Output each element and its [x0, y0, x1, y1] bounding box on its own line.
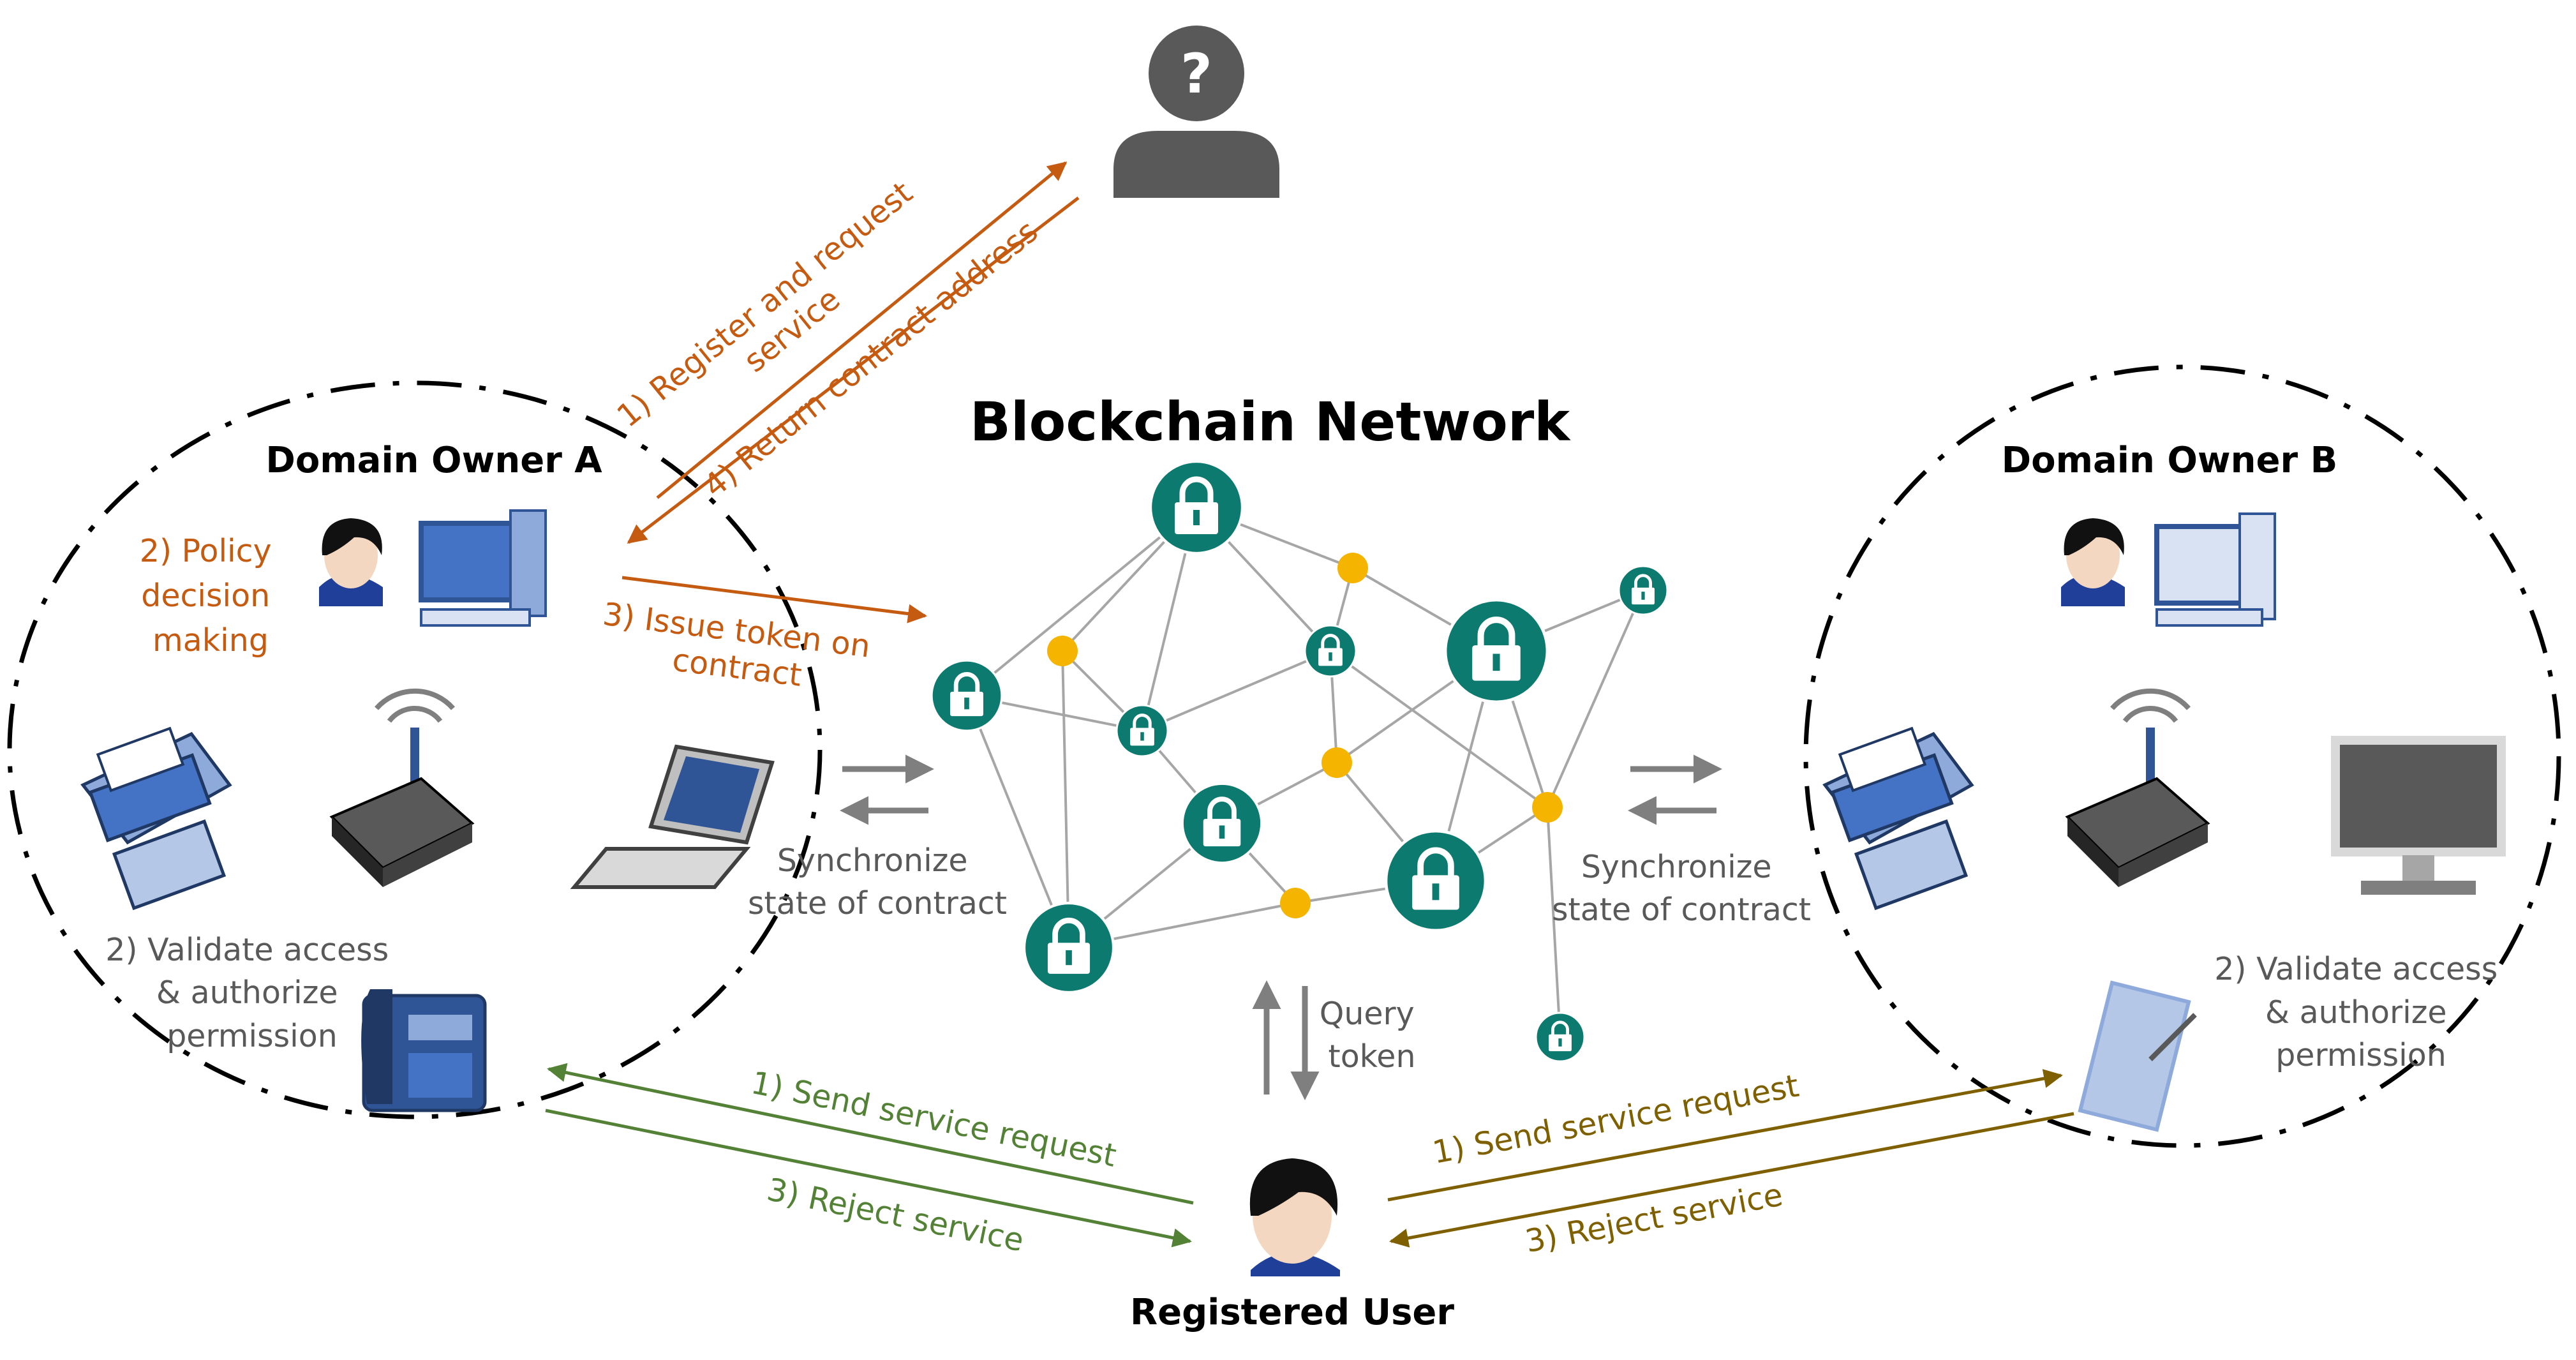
lock-node: [1115, 704, 1169, 758]
lock-node: [1443, 598, 1549, 704]
lock-node: [1022, 901, 1115, 994]
svg-text:?: ?: [1180, 42, 1212, 106]
arrow-register: [656, 161, 1068, 499]
arrow-send-a: [547, 1063, 1194, 1205]
sync-right-label: Synchronize state of contract: [1552, 849, 1811, 928]
domain-a-title: Domain Owner A: [265, 440, 602, 481]
lock-node: [1618, 565, 1669, 616]
lock-node: [1304, 624, 1357, 678]
arrow-reject-b-label: 3) Reject service: [1523, 1176, 1785, 1260]
network-plain-nodes: [1047, 553, 1563, 918]
lock-node: [1384, 829, 1487, 932]
router-a-icon: [329, 688, 475, 887]
arrow-reject-a: [545, 1109, 1192, 1248]
network-title: Blockchain Network: [970, 391, 1571, 453]
network-lock-nodes: [930, 460, 1669, 1063]
domain-b-title: Domain Owner B: [2002, 440, 2338, 481]
registered-user-icon: [1249, 1158, 1340, 1276]
unknown-user-icon: ?: [1113, 26, 1279, 198]
domain-a-boundary: [7, 380, 823, 1119]
domain-b-validate-label: 2) Validate access & authorize permissio…: [2214, 951, 2508, 1073]
phone-a-icon: [361, 989, 487, 1112]
tablet-b-icon: [2078, 980, 2197, 1132]
lock-node: [1535, 1012, 1586, 1063]
arrow-send-b: [1387, 1069, 2063, 1202]
query-arrows: [1252, 980, 1320, 1100]
arrow-send-b-label: 1) Send service request: [1430, 1068, 1802, 1171]
lock-node: [1149, 460, 1244, 555]
router-b-icon: [2065, 688, 2210, 887]
sync-right-arrows: [1628, 754, 1722, 825]
monitor-b-icon: [2331, 736, 2506, 895]
query-label: Query token: [1320, 996, 1425, 1075]
lock-node: [1181, 782, 1263, 864]
printer-b-icon: [1822, 726, 1974, 911]
printer-a-icon: [80, 726, 232, 911]
sync-left-label: Synchronize state of contract: [748, 842, 1007, 922]
domain-a-validate-label: 2) Validate access & authorize permissio…: [105, 932, 399, 1054]
domain-b-boundary: [1803, 364, 2561, 1148]
domain-a-policy-label: 2) Policy decision making: [140, 533, 281, 659]
arrow-issue-token: [622, 576, 927, 624]
arrow-reject-b: [1389, 1112, 2074, 1248]
computer-a-icon: [419, 509, 547, 627]
arrow-return-contract: [627, 197, 1080, 544]
sync-left-arrows: [840, 754, 934, 825]
registered-user-label: Registered User: [1130, 1292, 1454, 1333]
laptop-a-icon: [570, 744, 775, 889]
computer-b-icon: [2154, 512, 2276, 627]
person-b-icon: [2061, 518, 2125, 606]
arrow-issue-token-label: 3) Issue token on contract: [596, 596, 882, 703]
arrow-send-a-label: 1) Send service request: [748, 1065, 1119, 1174]
lock-node: [930, 659, 1003, 732]
arrow-reject-a-label: 3) Reject service: [764, 1171, 1027, 1259]
person-a-icon: [319, 518, 383, 606]
